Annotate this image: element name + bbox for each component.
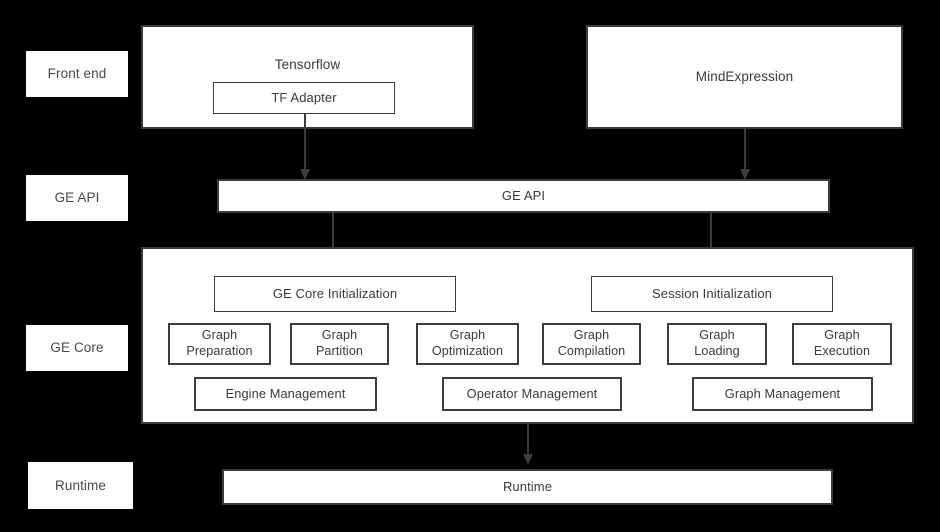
mindexpression-block[interactable]: MindExpression [586, 25, 903, 129]
runtime-bar-label: Runtime [502, 479, 553, 495]
engine-management-label: Engine Management [225, 386, 346, 402]
stage-label-runtime-text: Runtime [55, 477, 106, 493]
stage-label-front-end: Front end [26, 51, 128, 97]
engine-management-box[interactable]: Engine Management [194, 377, 377, 411]
stage-label-ge-api-text: GE API [54, 190, 100, 206]
stage-label-ge-core: GE Core [26, 325, 128, 371]
tensorflow-label: Tensorflow [274, 57, 341, 72]
ge-core-initialization-box[interactable]: GE Core Initialization [214, 276, 456, 312]
stage-label-ge-api: GE API [26, 175, 128, 221]
ge-api-bar-label: GE API [501, 188, 546, 204]
graph-management-label: Graph Management [724, 386, 841, 402]
runtime-bar[interactable]: Runtime [222, 469, 833, 505]
tf-adapter-label: TF Adapter [271, 90, 337, 106]
stage-label-ge-core-text: GE Core [50, 340, 104, 356]
session-initialization-box[interactable]: Session Initialization [591, 276, 833, 312]
ge-core-container: GE Core Initialization Session Initializ… [141, 247, 914, 424]
ge-core-initialization-label: GE Core Initialization [272, 286, 398, 302]
stage-label-front-end-text: Front end [47, 66, 107, 82]
tf-adapter-box[interactable]: TF Adapter [213, 82, 395, 114]
operator-management-box[interactable]: Operator Management [442, 377, 622, 411]
operator-management-label: Operator Management [466, 386, 598, 402]
session-initialization-label: Session Initialization [652, 286, 772, 302]
ge-api-bar[interactable]: GE API [217, 179, 830, 213]
mindexpression-label: MindExpression [695, 69, 794, 85]
stage-label-runtime: Runtime [28, 462, 133, 509]
graph-management-box[interactable]: Graph Management [692, 377, 873, 411]
